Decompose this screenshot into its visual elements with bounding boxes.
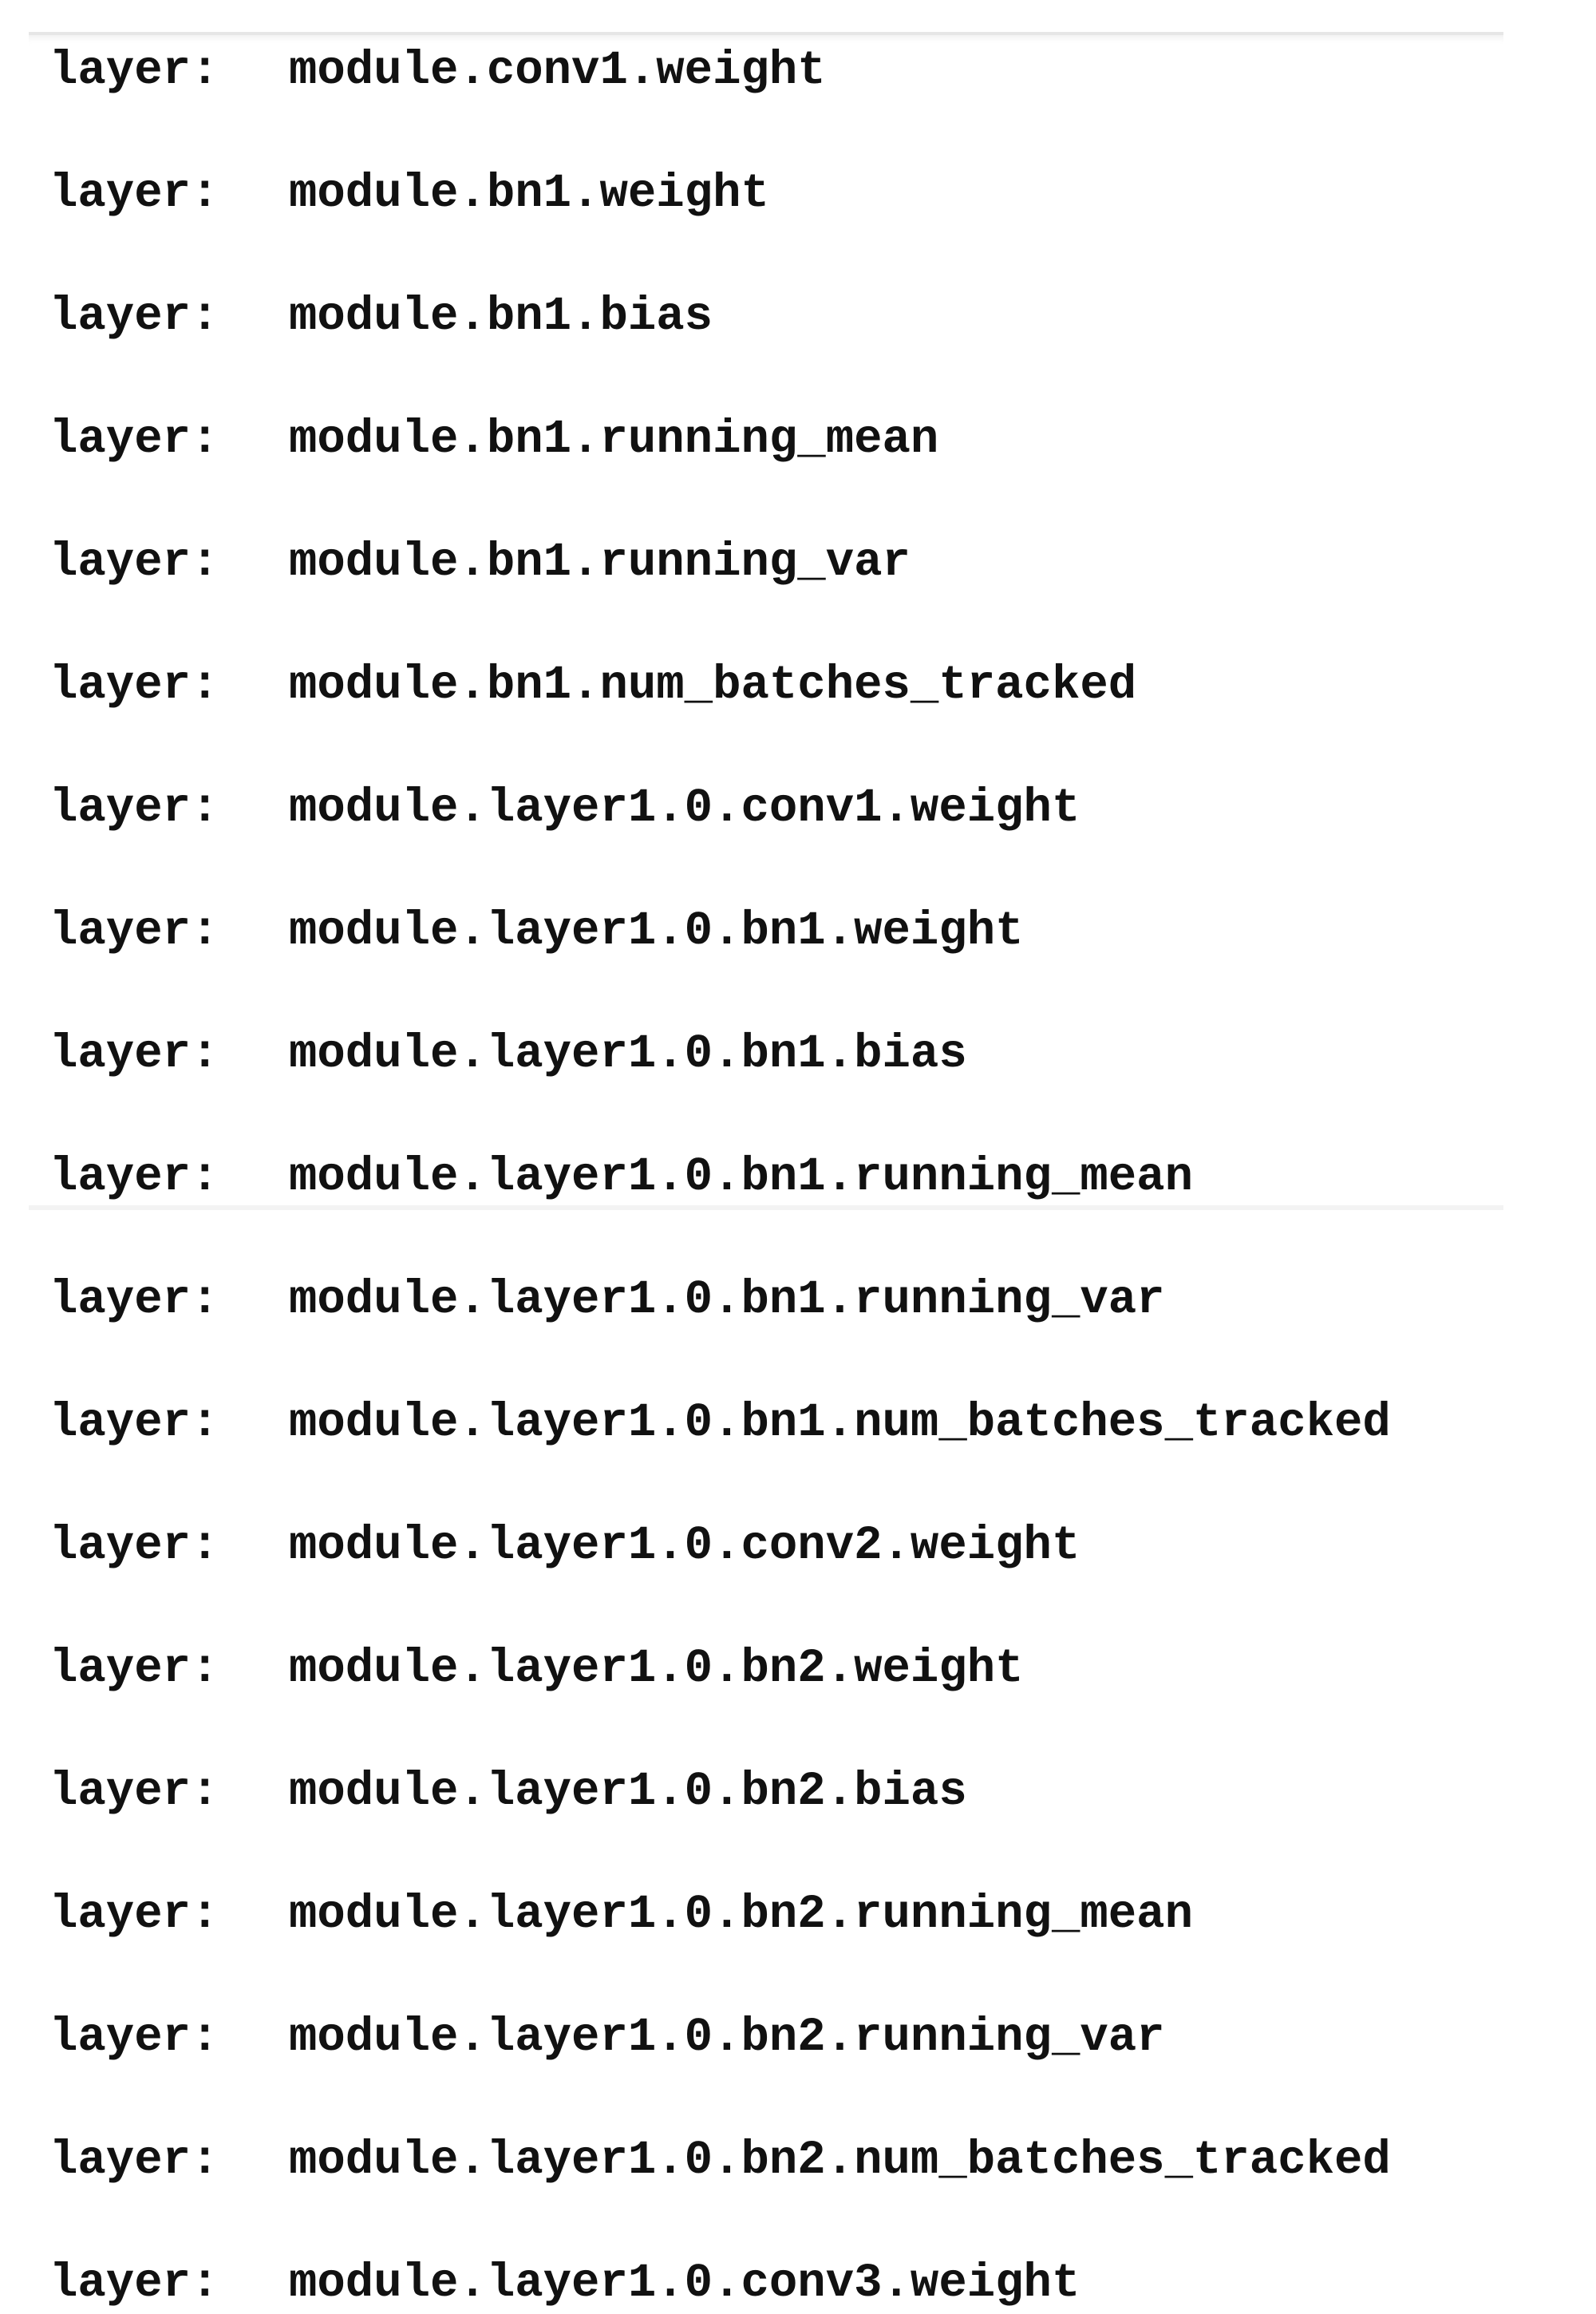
layer-name: module.layer1.0.bn2.bias <box>289 1765 967 1818</box>
output-line: layer: module.bn1.num_batches_tracked <box>49 655 1391 716</box>
line-prefix: layer: <box>49 1888 219 1941</box>
layer-name: module.conv1.weight <box>289 44 826 97</box>
line-prefix: layer: <box>49 1396 219 1450</box>
line-prefix: layer: <box>49 2134 219 2187</box>
line-prefix: layer: <box>49 2257 219 2310</box>
output-line: layer: module.layer1.0.bn2.running_mean <box>49 1884 1391 1945</box>
layer-name: module.layer1.0.bn2.running_var <box>289 2011 1165 2064</box>
output-line: layer: module.layer1.0.bn1.running_var <box>49 1269 1391 1331</box>
output-line: layer: module.bn1.bias <box>49 286 1391 347</box>
output-line: layer: module.layer1.0.conv3.weight <box>49 2253 1391 2314</box>
output-line: layer: module.layer1.0.bn1.weight <box>49 900 1391 962</box>
layer-name: module.layer1.0.conv2.weight <box>289 1519 1080 1572</box>
line-prefix: layer: <box>49 1273 219 1327</box>
line-prefix: layer: <box>49 1765 219 1818</box>
output-line: layer: module.layer1.0.conv1.weight <box>49 777 1391 839</box>
output-line: layer: module.bn1.weight <box>49 163 1391 224</box>
output-line: layer: module.bn1.running_mean <box>49 409 1391 470</box>
layer-name: module.layer1.0.bn1.running_mean <box>289 1150 1193 1204</box>
layer-name: module.layer1.0.bn1.bias <box>289 1027 967 1081</box>
line-prefix: layer: <box>49 413 219 466</box>
output-line: layer: module.layer1.0.bn1.running_mean <box>49 1146 1391 1208</box>
layer-name: module.layer1.0.bn2.running_mean <box>289 1888 1193 1941</box>
output-panel: layer: module.conv1.weight layer: module.b… <box>29 32 1503 2310</box>
line-prefix: layer: <box>49 536 219 589</box>
line-prefix: layer: <box>49 781 219 835</box>
output-line: layer: module.layer1.0.bn2.num_batches_tr… <box>49 2130 1391 2191</box>
line-prefix: layer: <box>49 904 219 958</box>
layer-name: module.bn1.weight <box>289 167 769 220</box>
layer-name: module.layer1.0.bn2.num_batches_tracked <box>289 2134 1391 2187</box>
line-prefix: layer: <box>49 167 219 220</box>
line-prefix: layer: <box>49 1027 219 1081</box>
line-prefix: layer: <box>49 290 219 343</box>
line-prefix: layer: <box>49 659 219 712</box>
line-prefix: layer: <box>49 2011 219 2064</box>
layer-name: module.bn1.num_batches_tracked <box>289 659 1137 712</box>
output-line: layer: module.conv1.weight <box>49 40 1391 101</box>
output-line: layer: module.layer1.0.bn2.weight <box>49 1638 1391 1699</box>
layer-name: module.bn1.running_var <box>289 536 911 589</box>
output-line: layer: module.bn1.running_var <box>49 532 1391 593</box>
output-line: layer: module.layer1.0.bn1.num_batches_tr… <box>49 1392 1391 1454</box>
layer-name: module.bn1.running_mean <box>289 413 939 466</box>
line-prefix: layer: <box>49 44 219 97</box>
line-prefix: layer: <box>49 1519 219 1572</box>
layer-name: module.layer1.0.bn1.num_batches_tracked <box>289 1396 1391 1450</box>
output-line: layer: module.layer1.0.bn1.bias <box>49 1023 1391 1085</box>
layer-name: module.layer1.0.bn1.weight <box>289 904 1024 958</box>
layer-name: module.layer1.0.conv3.weight <box>289 2257 1080 2310</box>
layer-name: module.bn1.bias <box>289 290 713 343</box>
layer-name: module.layer1.0.conv1.weight <box>289 781 1080 835</box>
output-line: layer: module.layer1.0.bn2.running_var <box>49 2007 1391 2068</box>
line-prefix: layer: <box>49 1642 219 1695</box>
layer-name: module.layer1.0.bn2.weight <box>289 1642 1024 1695</box>
output-line: layer: module.layer1.0.bn2.bias <box>49 1761 1391 1822</box>
output-text[interactable]: layer: module.conv1.weight layer: module.b… <box>49 40 1391 2314</box>
output-line: layer: module.layer1.0.conv2.weight <box>49 1515 1391 1576</box>
line-prefix: layer: <box>49 1150 219 1204</box>
layer-name: module.layer1.0.bn1.running_var <box>289 1273 1165 1327</box>
